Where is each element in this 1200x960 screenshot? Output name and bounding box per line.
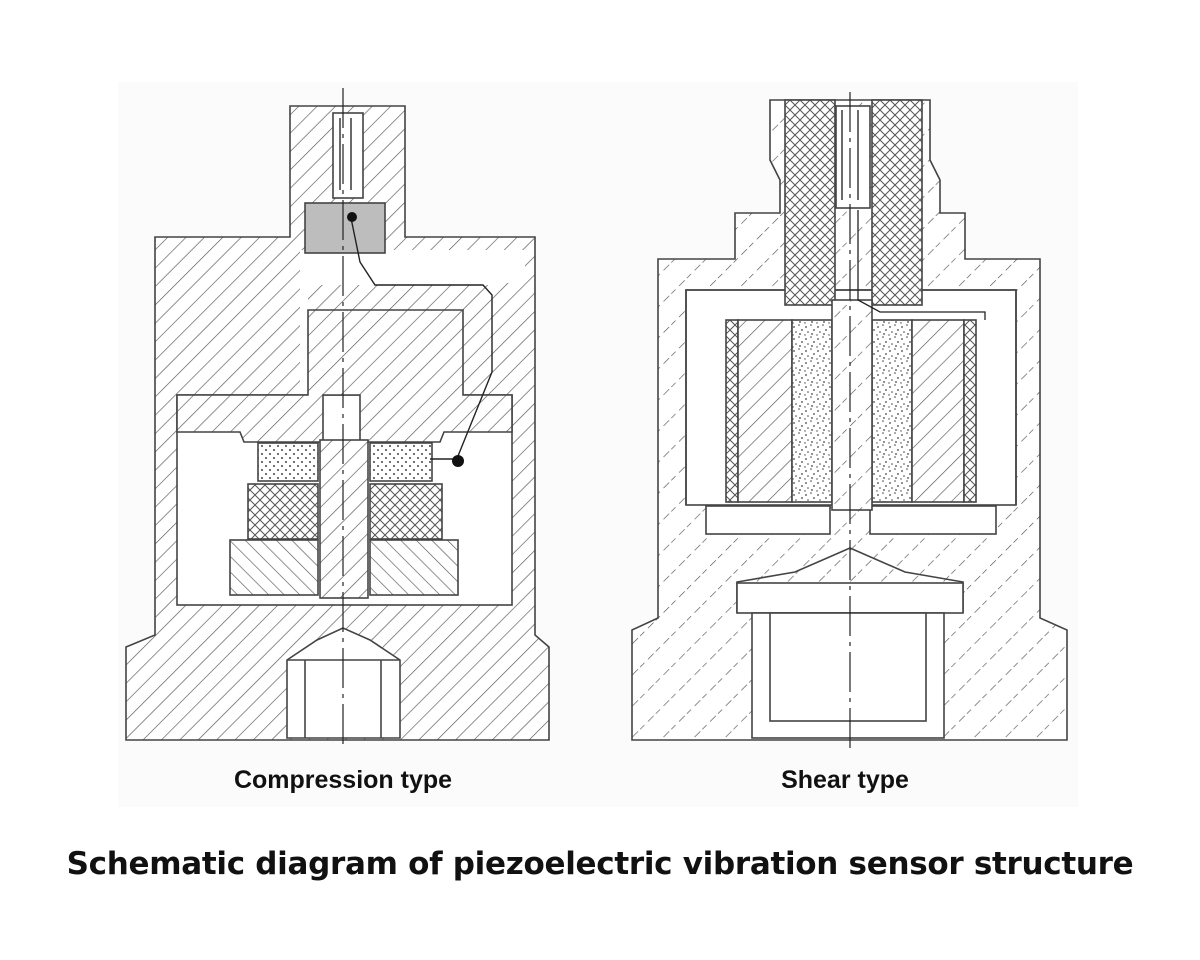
piezo-element [257, 442, 319, 482]
shear-threaded-connector [784, 99, 836, 306]
compression-signal-wire [350, 217, 493, 457]
compression-sensor-drawing [125, 88, 550, 750]
compression-type-label: Compression type [233, 766, 453, 794]
shear-sensor-drawing [631, 92, 1068, 750]
shear-piezo-element [791, 319, 833, 503]
compression-seismic-mass [176, 309, 513, 443]
shear-type-label: Shear type [781, 766, 909, 794]
compression-center-post [319, 439, 369, 599]
shear-signal-wire [857, 210, 986, 320]
shear-seismic-mass [725, 319, 739, 503]
figure-caption: Schematic diagram of piezoelectric vibra… [66, 846, 1134, 882]
compression-terminal-block [304, 202, 386, 254]
